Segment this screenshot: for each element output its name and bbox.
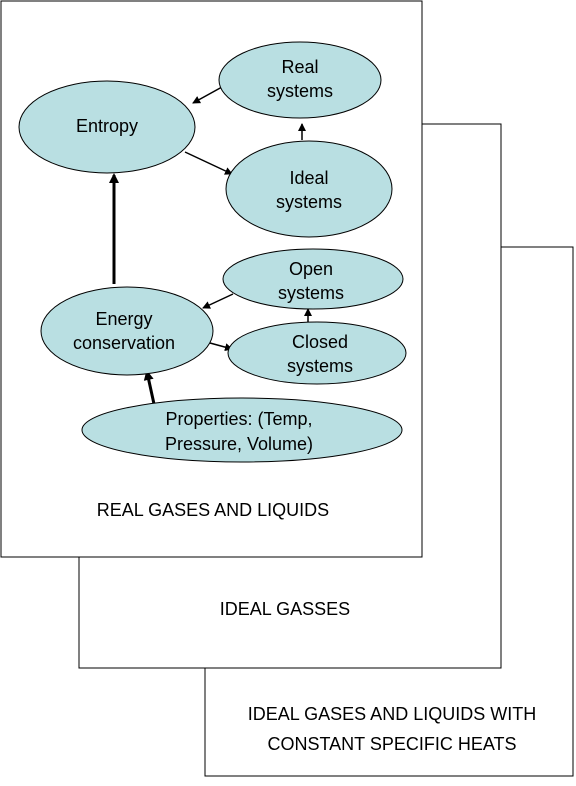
- node-closed-systems: Closed systems: [227, 321, 407, 385]
- node-open-systems-line2: systems: [278, 283, 344, 303]
- node-ideal-systems-line2: systems: [276, 192, 342, 212]
- node-ideal-systems-line1: Ideal: [289, 168, 328, 188]
- arrow-entropy-to-ideal: [184, 151, 233, 175]
- node-open-systems: Open systems: [222, 248, 404, 310]
- node-open-systems-line1: Open: [289, 259, 333, 279]
- arrow-real-to-entropy: [192, 86, 223, 104]
- node-energy-conservation-line2: conservation: [73, 333, 175, 353]
- node-ideal-systems: Ideal systems: [225, 140, 393, 238]
- arrow-properties-to-energy: [143, 370, 156, 405]
- node-properties-line1: Properties: (Temp,: [165, 409, 312, 429]
- panel-back-label-line2: CONSTANT SPECIFIC HEATS: [267, 734, 516, 754]
- node-entropy-label: Entropy: [76, 116, 138, 136]
- node-properties-line2: Pressure, Volume): [165, 434, 313, 454]
- node-real-systems: Real systems: [218, 41, 382, 119]
- panel-middle-label: IDEAL GASSES: [220, 599, 350, 619]
- arrow-open-to-energy: [202, 293, 234, 309]
- node-real-systems-line1: Real: [281, 57, 318, 77]
- panel-front-label: REAL GASES AND LIQUIDS: [97, 500, 329, 520]
- arrow-energy-to-closed: [209, 342, 233, 352]
- node-closed-systems-line1: Closed: [292, 332, 348, 352]
- node-energy-conservation: Energy conservation: [40, 286, 214, 376]
- node-real-systems-line2: systems: [267, 81, 333, 101]
- node-closed-systems-line2: systems: [287, 356, 353, 376]
- arrows: [109, 86, 312, 405]
- panel-back-label-line1: IDEAL GASES AND LIQUIDS WITH: [248, 704, 536, 724]
- node-entropy: Entropy: [18, 80, 196, 174]
- node-properties: Properties: (Temp, Pressure, Volume): [81, 397, 403, 463]
- node-energy-conservation-line1: Energy: [95, 309, 152, 329]
